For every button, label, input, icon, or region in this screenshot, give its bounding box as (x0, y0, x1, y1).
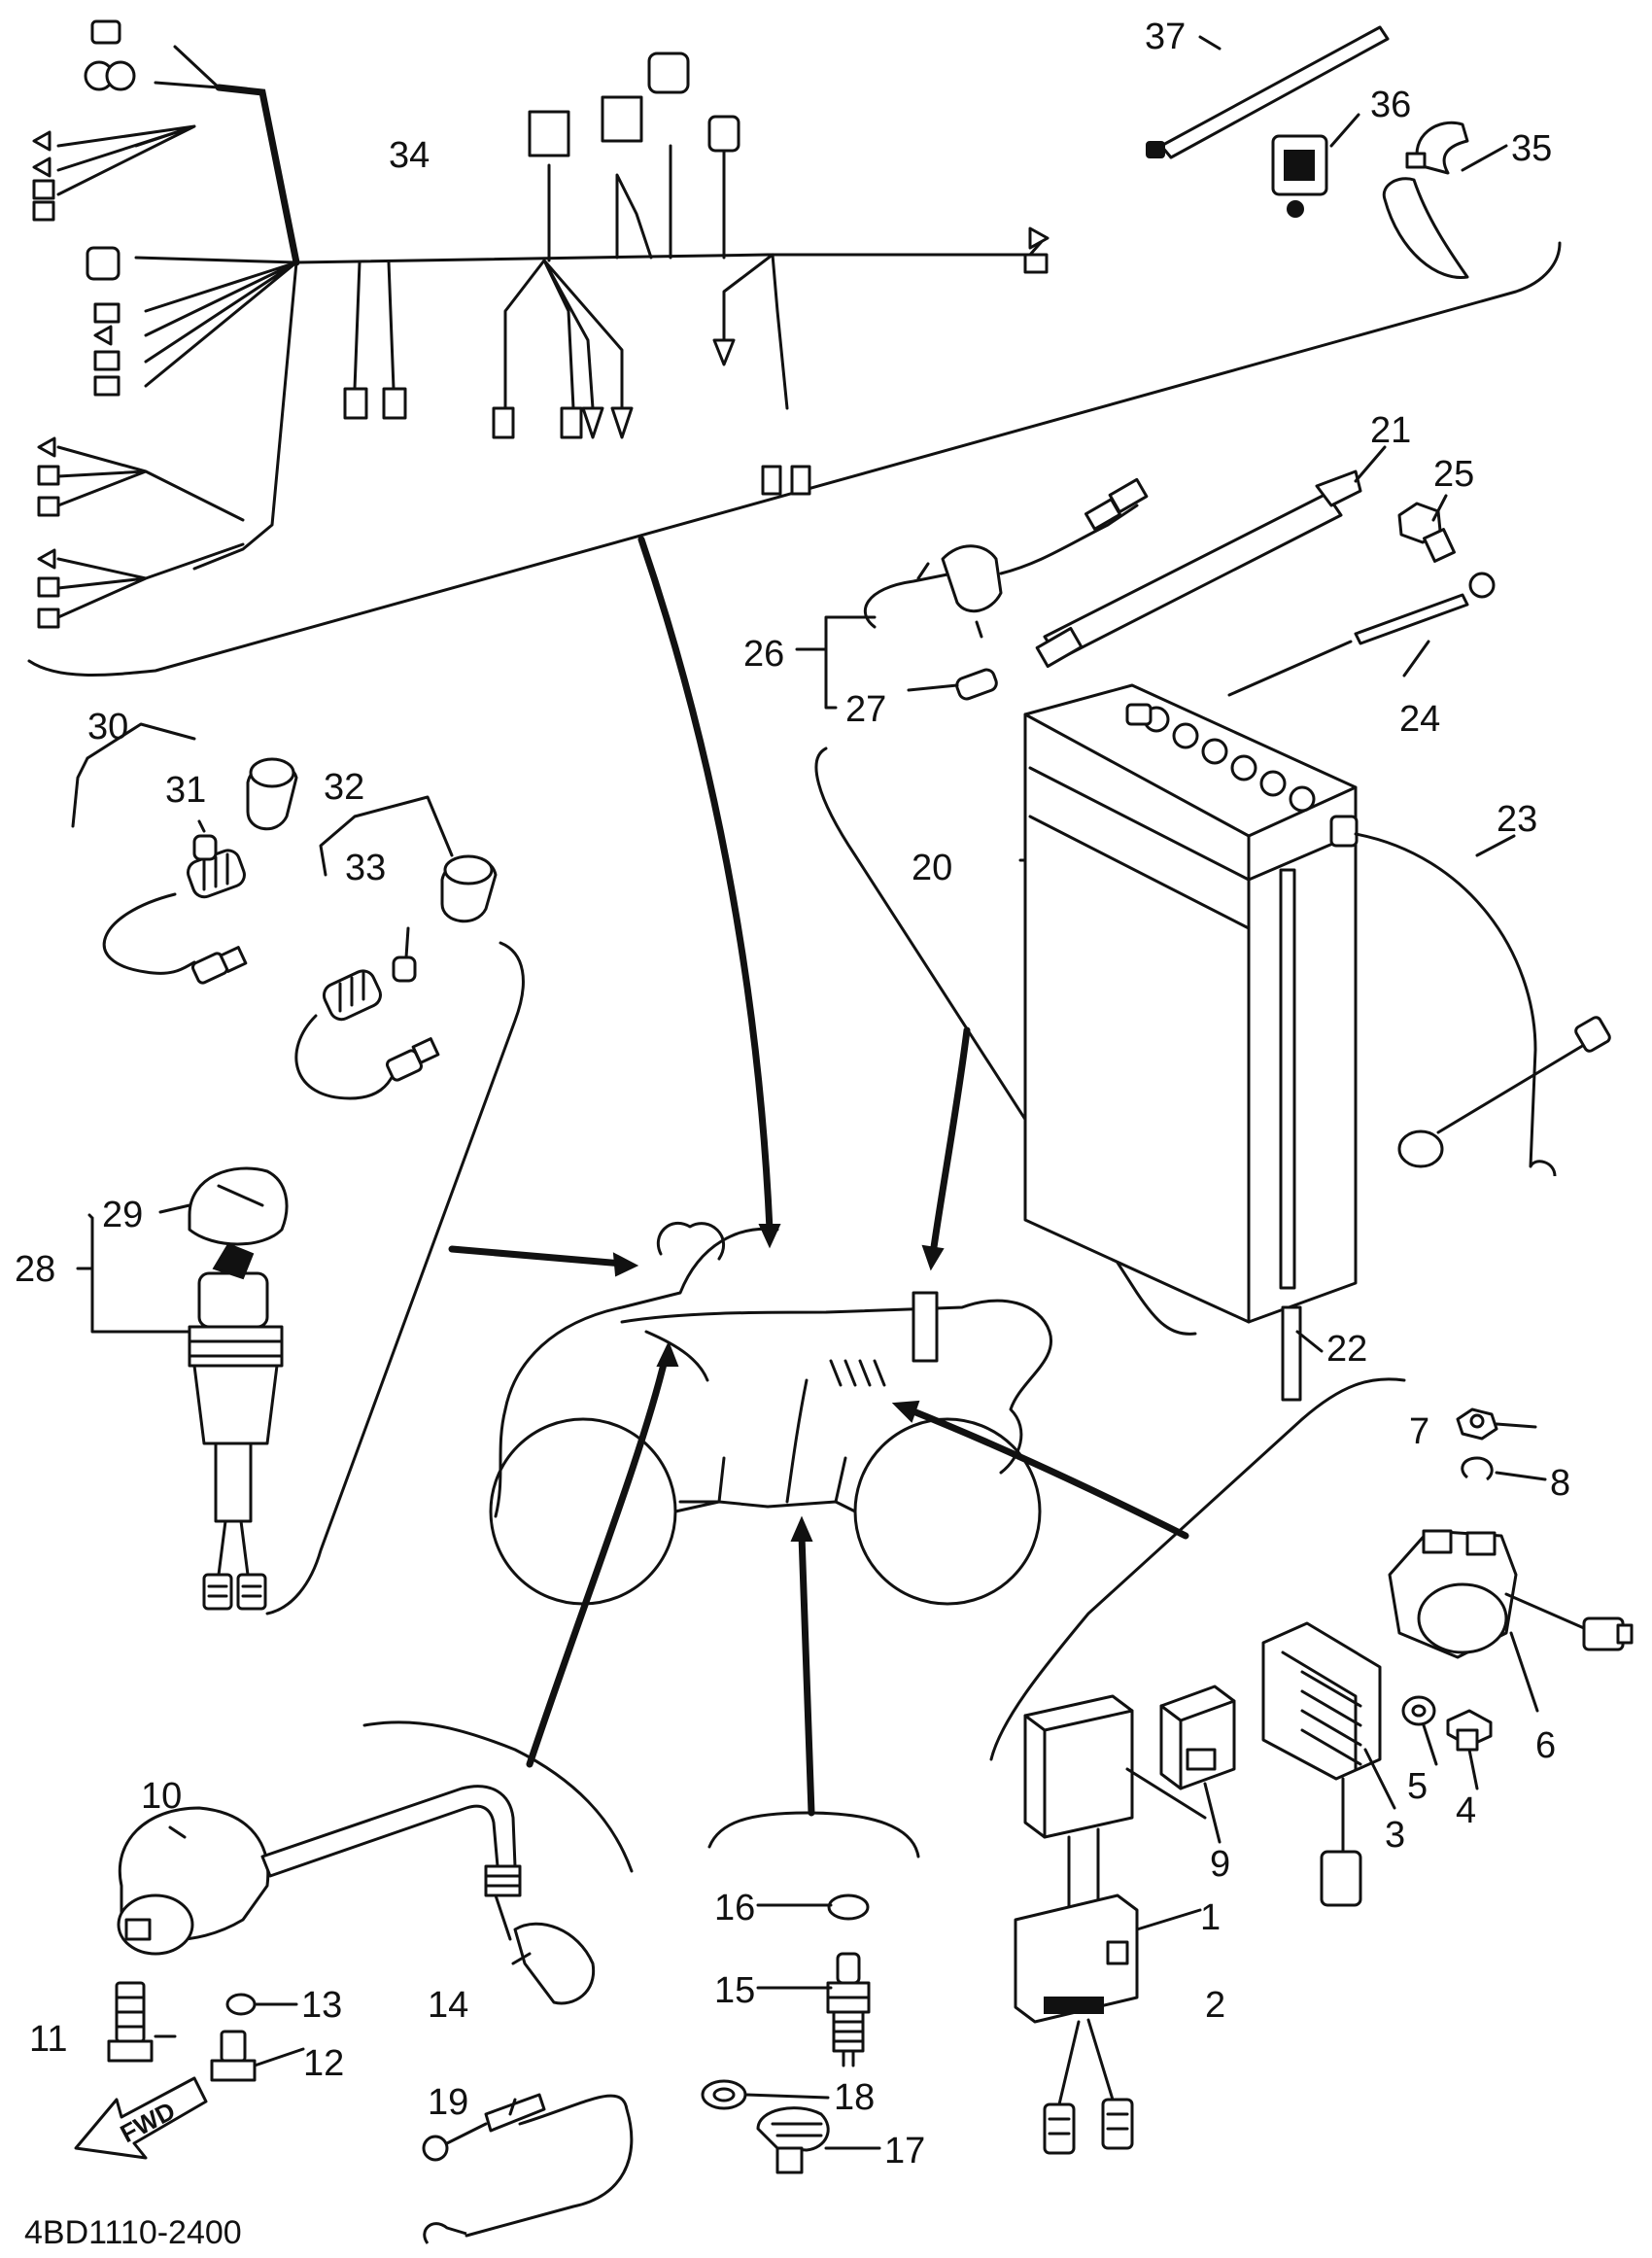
relay-coupler (1014, 1827, 1139, 2155)
plug-section-divider (707, 1811, 920, 1859)
relay-leader (905, 1406, 1189, 1540)
washer-5 (1401, 1695, 1436, 1726)
motorcycle-outline (489, 1221, 1053, 1606)
bulb-a (192, 834, 218, 861)
rectifier-regulator (1261, 1621, 1382, 1907)
part-label-31: 31 (165, 770, 206, 811)
part-label-20: 20 (912, 848, 952, 888)
part-label-28: 28 (15, 1249, 55, 1290)
sensor-leader-arrow (612, 1252, 639, 1277)
part-label-29: 29 (102, 1195, 143, 1235)
part-label-13: 13 (301, 1985, 342, 2026)
bolt-4 (1446, 1709, 1493, 1752)
bulb-b (392, 955, 417, 983)
part-label-3: 3 (1385, 1815, 1405, 1856)
part-label-34: 34 (389, 135, 430, 176)
cable-tie (1146, 25, 1390, 159)
sensor-leader (448, 1245, 626, 1268)
battery-bolt (1397, 502, 1456, 563)
nut-7 (1456, 1407, 1498, 1441)
battery-band (1035, 469, 1362, 669)
part-label-32: 32 (324, 767, 364, 808)
part-label-24: 24 (1399, 699, 1440, 740)
small-relay (1271, 134, 1328, 218)
part-label-4: 4 (1456, 1790, 1476, 1831)
plug-leader-arrow (790, 1515, 813, 1542)
spark-plug (826, 1952, 871, 2067)
washer-18 (701, 2079, 747, 2110)
ignition-section-divider (362, 1720, 634, 1873)
positive-lead (1354, 832, 1611, 1177)
part-label-9: 9 (1210, 1844, 1230, 1885)
washer-16 (827, 1893, 870, 1921)
part-label-37: 37 (1145, 17, 1186, 57)
part-label-14: 14 (428, 1985, 468, 2026)
main-wire-harness (32, 19, 1050, 629)
part-label-5: 5 (1407, 1766, 1428, 1807)
part-label-1: 1 (1200, 1897, 1221, 1938)
part-label-6: 6 (1535, 1725, 1556, 1766)
part-label-10: 10 (141, 1776, 182, 1817)
part-label-23: 23 (1497, 799, 1537, 840)
label-leaders (71, 35, 1547, 2150)
part-label-12: 12 (303, 2043, 344, 2084)
part-label-21: 21 (1370, 410, 1411, 451)
lamp-socket-b (294, 854, 498, 1100)
battery-leader-arrow (921, 1244, 945, 1271)
part-label-7: 7 (1409, 1411, 1429, 1452)
main-relay (1023, 1694, 1134, 1839)
part-label-2: 2 (1205, 1985, 1225, 2026)
part-label-35: 35 (1511, 128, 1552, 169)
part-label-16: 16 (714, 1888, 755, 1928)
part-label-27: 27 (845, 689, 886, 730)
part-label-36: 36 (1370, 85, 1411, 125)
ignition-leader-arrow (656, 1340, 679, 1367)
part-label-30: 30 (87, 707, 128, 747)
washer-13 (225, 1993, 257, 2016)
negative-lead (1227, 572, 1496, 697)
breather-hose (1279, 868, 1302, 1402)
battery-leader (929, 1026, 971, 1258)
battery-section-divider (814, 747, 1197, 1336)
part-label-22: 22 (1326, 1329, 1367, 1370)
part-label-26: 26 (743, 634, 784, 675)
lamp-socket-a (102, 757, 298, 985)
part-label-19: 19 (428, 2082, 468, 2123)
forward-arrow-icon (74, 2076, 208, 2160)
part-label-33: 33 (345, 848, 386, 888)
part-label-17: 17 (884, 2131, 925, 2171)
part-label-25: 25 (1433, 454, 1474, 495)
part-label-15: 15 (714, 1970, 755, 2011)
battery (1023, 683, 1359, 1324)
main-switch (188, 1242, 284, 1611)
bolt-11 (107, 1981, 154, 2063)
main-switch-knob (188, 1166, 289, 1246)
grommet-17 (756, 2106, 830, 2174)
plug-leader (798, 1532, 815, 1817)
relay-leader-arrow (891, 1400, 920, 1423)
fuse-holder (864, 477, 1149, 639)
part-label-8: 8 (1550, 1463, 1570, 1504)
relay-section-divider (989, 1377, 1406, 1761)
harness-section-divider (27, 241, 1562, 677)
spark-plug-cap (484, 1864, 596, 2005)
ignition-leader (526, 1352, 670, 1768)
harness-leader (637, 536, 774, 1233)
sensor-lead (422, 2093, 634, 2244)
washer-8 (1461, 1456, 1494, 1481)
bolt-12 (210, 2030, 257, 2082)
drawing-code: 4BD1110-2400 (24, 2214, 242, 2251)
fuse (955, 668, 998, 701)
ignition-coil (117, 1785, 517, 1956)
flasher-relay (1159, 1685, 1236, 1790)
cable-clamp (1382, 121, 1469, 280)
starter-relay (1388, 1529, 1634, 1659)
part-label-11: 11 (29, 2019, 67, 2060)
sensor-section-divider (265, 941, 525, 1615)
part-label-18: 18 (834, 2077, 875, 2118)
